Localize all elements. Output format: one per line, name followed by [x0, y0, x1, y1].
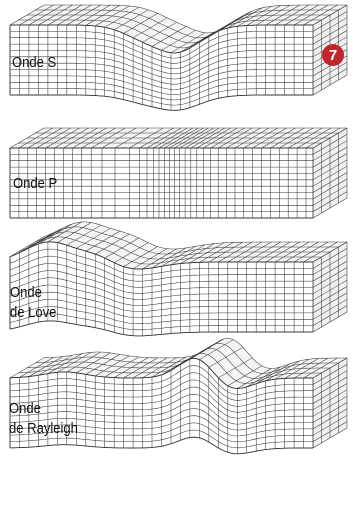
label-onde-s: Onde S: [12, 53, 56, 73]
wave-block-onde-s: [10, 5, 347, 110]
label-onde-rayleigh: Onde de Rayleigh: [9, 399, 78, 439]
wave-block-onde-love: [10, 222, 347, 336]
figure-number-badge: 7: [322, 44, 344, 66]
wave-block-onde-p: [10, 128, 347, 218]
label-onde-love: Onde de Love: [10, 283, 56, 323]
label-onde-p: Onde P: [13, 174, 57, 194]
